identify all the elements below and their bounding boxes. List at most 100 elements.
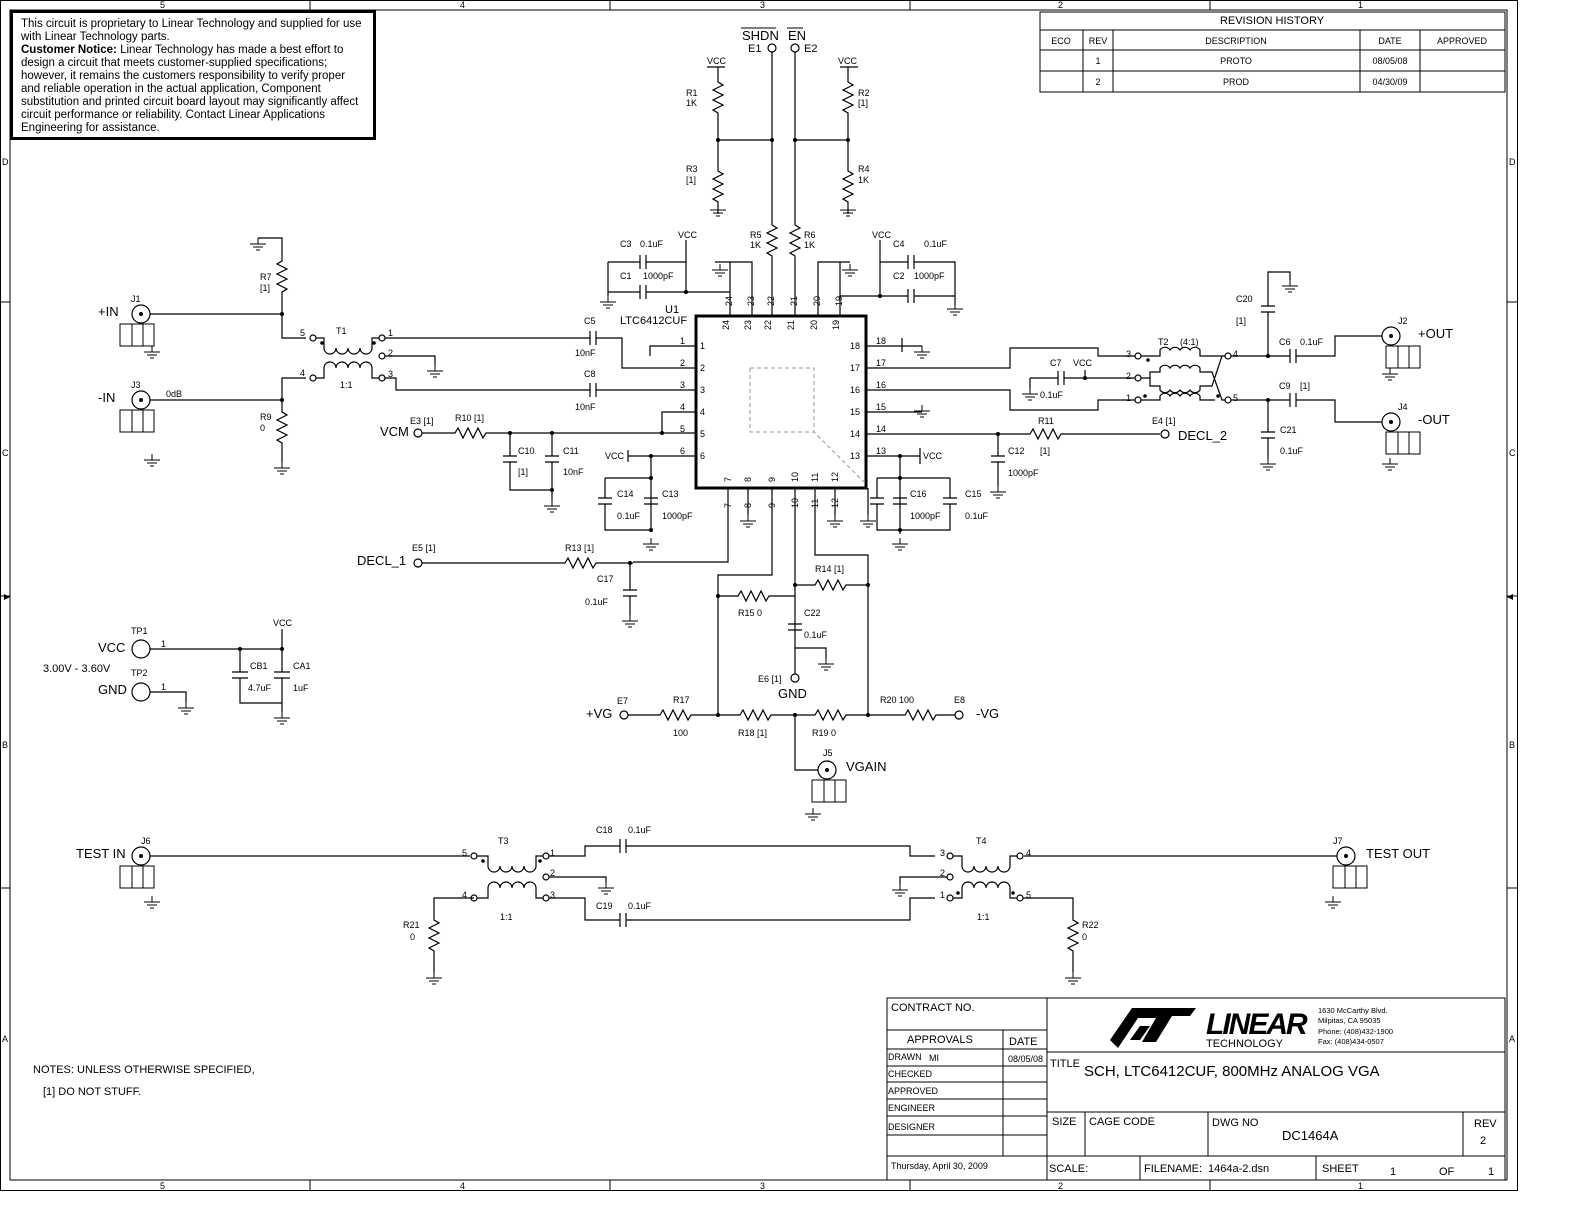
r9-val: 0 (260, 423, 265, 433)
t2-pin4: 4 (1233, 349, 1238, 359)
zone-row-l-a: A (2, 1034, 8, 1044)
zone-col-bot-4: 4 (460, 1181, 465, 1191)
r15-label: R15 0 (738, 608, 762, 618)
c21-ref: C21 (1280, 425, 1297, 435)
designer-label: DESIGNER (888, 1122, 936, 1132)
shdn-label: SHDN (742, 28, 779, 43)
input-section: +IN J1 -IN J3 0dB R7 [1] R9 0 T1 1:1 5 4 (98, 237, 696, 475)
zone-col-top-1: 1 (1358, 0, 1363, 10)
u1-pin-ext-6: 6 (680, 446, 685, 456)
sheet-label: SHEET (1322, 1163, 1359, 1175)
addr-3: Phone: (408)432-1900 (1318, 1027, 1393, 1036)
en-label: EN (788, 28, 806, 43)
t1-pin4: 4 (300, 368, 305, 378)
j6-ref: J6 (141, 836, 151, 846)
c20-ref: C20 (1236, 294, 1253, 304)
zone-col-top-2: 2 (1058, 0, 1063, 10)
vcc-pin6: VCC (605, 451, 625, 461)
decl2-label: DECL_2 (1178, 428, 1227, 443)
vgain-label: VGAIN (846, 759, 886, 774)
u1-pin-6: 6 (700, 451, 705, 461)
vcc-r2: VCC (838, 56, 858, 66)
u1-pin-23: 23 (743, 320, 753, 330)
filename-value: 1464a-2.dsn (1208, 1163, 1269, 1175)
r17-val: 100 (673, 728, 688, 738)
t2-ratio: (4:1) (1180, 337, 1199, 347)
zone-row-l-d: D (2, 157, 9, 167)
u1-pin-15: 15 (850, 407, 860, 417)
u1-pin-16: 16 (850, 385, 860, 395)
c19-ref: C19 (596, 901, 613, 911)
u1-pin-ext-14: 14 (876, 424, 886, 434)
checked-label: CHECKED (888, 1069, 933, 1079)
c8-val: 10nF (575, 402, 596, 412)
print-date: Thursday, April 30, 2009 (891, 1161, 988, 1171)
r14-label: R14 [1] (815, 564, 844, 574)
decoupling-left-top: VCC C3 0.1uF C1 1000pF (599, 230, 730, 309)
decl1-label: DECL_1 (357, 553, 406, 568)
ic-u1: U1 LTC6412CUF 12345618171615141312345618… (620, 296, 886, 508)
notice-line1: This circuit is proprietary to Linear Te… (21, 18, 362, 43)
pin6-decoupling: VCC C14 0.1uF C13 1000pF (598, 450, 696, 551)
c18-ref: C18 (596, 825, 613, 835)
revision-title: REVISION HISTORY (1220, 15, 1325, 27)
r4-val: 1K (858, 175, 869, 185)
rev-row1-date: 08/05/08 (1372, 56, 1407, 66)
dwg-number: DC1464A (1282, 1128, 1339, 1143)
u1-part: LTC6412CUF (620, 315, 687, 327)
r17-ref: R17 (673, 695, 690, 705)
u1-pin-ext-21: 21 (789, 296, 799, 306)
addr-4: Fax: (408)434-0507 (1318, 1037, 1384, 1046)
notice-bold: Customer Notice: (21, 44, 117, 56)
t2-ref: T2 (1158, 337, 1169, 347)
u1-pin-19: 19 (831, 320, 841, 330)
vcm-section: VCM E3 [1] R10 [1] C10 [1] C11 10nF (380, 411, 696, 513)
r7-val: [1] (260, 283, 270, 293)
u1-pin-8: 8 (743, 477, 753, 482)
ca1-val: 1uF (293, 683, 309, 693)
r2-val: [1] (858, 98, 868, 108)
r22-val: 0 (1082, 932, 1087, 942)
c14-ref: C14 (617, 489, 634, 499)
c18-val: 0.1uF (628, 825, 652, 835)
u1-pin-ext-18: 18 (876, 336, 886, 346)
u1-pin-ext-16: 16 (876, 380, 886, 390)
shdn-en-section: SHDN EN E1 E2 VCC R1 1K R3 [1] VCC R2 [1… (686, 27, 870, 316)
drawn-date: 08/05/08 (1008, 1054, 1043, 1064)
output-section: VCC C16 1000pF C15 0.1uF R11 [1] C12 100… (866, 271, 1453, 551)
r20-label: R20 100 (880, 695, 914, 705)
dwg-label: DWG NO (1212, 1117, 1259, 1129)
r4-ref: R4 (858, 164, 870, 174)
e6-label: E6 [1] (758, 674, 782, 684)
c17-ref: C17 (597, 574, 614, 584)
addr-2: Milpitas, CA 95035 (1318, 1016, 1381, 1025)
zone-row-l-b: B (2, 740, 8, 750)
in-pos-label: +IN (98, 304, 119, 319)
ca1-ref: CA1 (293, 661, 311, 671)
u1-pin-7: 7 (723, 477, 733, 482)
j3-ref: J3 (131, 380, 141, 390)
c12-ref: C12 (1008, 446, 1025, 456)
zone-row-r-b: B (1509, 740, 1515, 750)
rev-hdr-date: DATE (1378, 36, 1401, 46)
r22-ref: R22 (1082, 920, 1099, 930)
u1-pin-ext-20: 20 (812, 296, 822, 306)
u1-pin-21: 21 (786, 320, 796, 330)
e7-label: E7 (617, 696, 628, 706)
sheet-number: 1 (1390, 1166, 1396, 1178)
e4-label: E4 [1] (1152, 416, 1176, 426)
u1-pin-ext-19: 19 (834, 296, 844, 306)
zone-col-bot-3: 3 (760, 1181, 765, 1191)
u1-ref: U1 (665, 304, 679, 316)
c2-val: 1000pF (914, 271, 945, 281)
j1-ref: J1 (131, 294, 141, 304)
c12-val: 1000pF (1008, 468, 1039, 478)
zone-row-r-c: C (1509, 448, 1516, 458)
test-out-label: TEST OUT (1366, 846, 1430, 861)
rev-row2-rev: 2 (1095, 77, 1100, 87)
t4-ratio: 1:1 (977, 912, 990, 922)
svg-text:1: 1 (550, 848, 555, 858)
t2-pin1: 1 (1126, 393, 1131, 403)
cb1-val: 4.7uF (248, 683, 272, 693)
in-neg-label: -IN (98, 390, 115, 405)
